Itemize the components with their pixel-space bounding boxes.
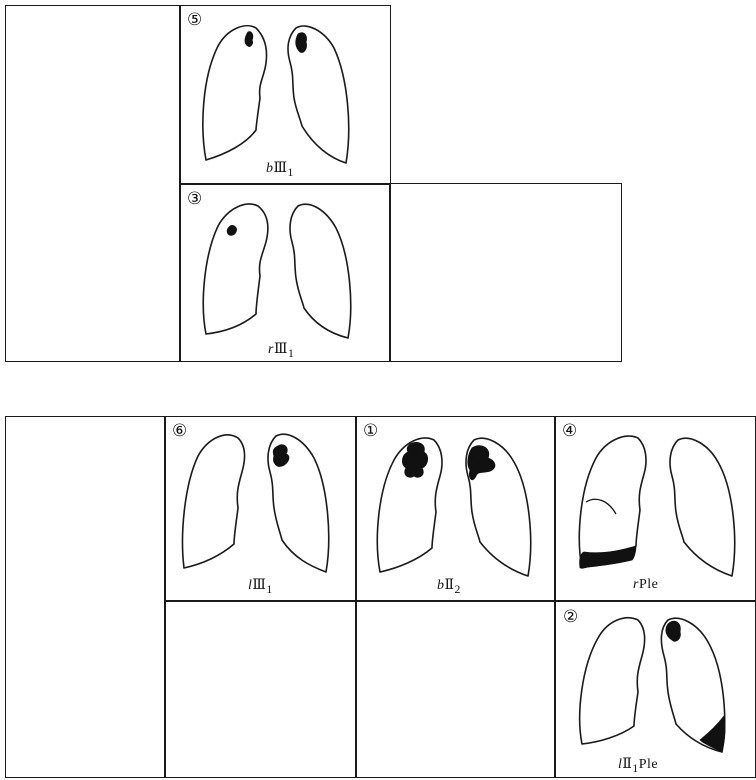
panel-2-lung-diagram bbox=[576, 612, 740, 754]
panel-4-marker: ④ bbox=[562, 423, 577, 440]
panel-2-label: lⅡ1Ple bbox=[618, 756, 658, 775]
panel-1-label-prefix: b bbox=[437, 578, 445, 593]
right-basal-pleural-effusion bbox=[580, 546, 636, 568]
left-lung-outline bbox=[290, 204, 351, 338]
panel-4-lung-diagram bbox=[576, 430, 740, 578]
panel-5-lung-diagram bbox=[196, 18, 356, 168]
bottom-middle-empty-cell-1 bbox=[164, 600, 357, 778]
left-upper-lesion bbox=[273, 445, 289, 467]
right-lung-outline bbox=[183, 435, 245, 568]
left-cavitary-lesion bbox=[468, 446, 495, 480]
right-cavitary-lesion bbox=[402, 442, 427, 477]
panel-2-label-roman: Ⅱ bbox=[622, 757, 632, 772]
panel-5-label-roman: Ⅲ bbox=[274, 161, 288, 176]
panel-6-label-sub: 1 bbox=[266, 583, 272, 596]
panel-1-label: bⅡ2 bbox=[437, 577, 461, 596]
left-apex-lesion bbox=[296, 33, 307, 53]
panel-2-label-suffix: Ple bbox=[639, 757, 658, 772]
panel-1-label-roman: Ⅱ bbox=[445, 578, 455, 593]
panel-4-label: rPle bbox=[633, 577, 658, 595]
top-left-empty-cell bbox=[5, 5, 181, 362]
panel-1-lung-diagram bbox=[374, 430, 534, 578]
panel-1-label-sub: 2 bbox=[455, 583, 461, 596]
panel-6-label-roman: Ⅲ bbox=[252, 578, 266, 593]
left-basal-pleural-thickening bbox=[700, 716, 725, 752]
bottom-left-empty-cell bbox=[5, 416, 166, 778]
panel-3-lung-diagram bbox=[198, 196, 358, 346]
right-lung-outline bbox=[203, 204, 268, 334]
pleural-fissure-line bbox=[586, 499, 616, 514]
bottom-middle-empty-cell-2 bbox=[355, 600, 556, 778]
top-right-empty-cell bbox=[389, 183, 622, 362]
right-lung-outline bbox=[203, 26, 267, 160]
right-lung-outline bbox=[580, 618, 645, 744]
panel-5-label-sub: 1 bbox=[288, 166, 294, 179]
panel-6-lung-diagram bbox=[180, 428, 332, 576]
right-upper-lesion bbox=[227, 225, 236, 235]
panel-3-label: rⅢ1 bbox=[268, 341, 294, 360]
panel-3-label-roman: Ⅲ bbox=[274, 342, 288, 357]
left-apex-lesion bbox=[666, 621, 680, 641]
panel-5-label-prefix: b bbox=[266, 161, 274, 176]
right-apex-lesion bbox=[245, 32, 253, 47]
panel-3-label-sub: 1 bbox=[288, 347, 294, 360]
panel-6-label: lⅢ1 bbox=[248, 577, 273, 596]
panel-5-label: bⅢ1 bbox=[266, 160, 294, 179]
panel-4-label-suffix: Ple bbox=[639, 577, 658, 592]
left-lung-outline bbox=[670, 438, 735, 576]
